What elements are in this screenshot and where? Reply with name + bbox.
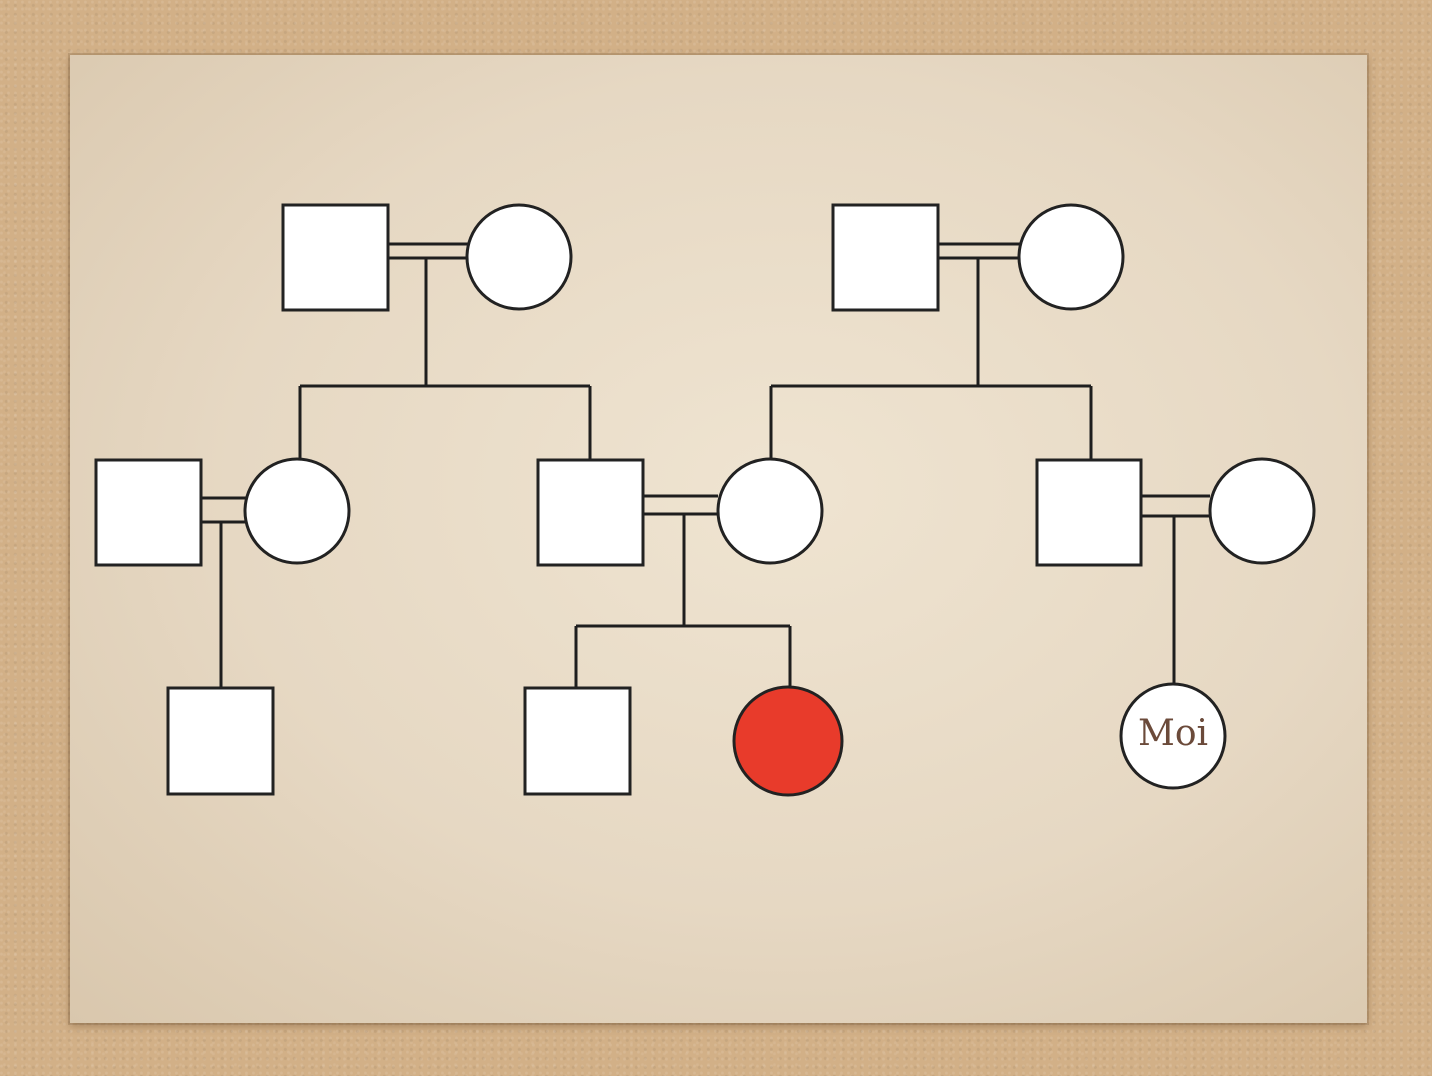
moi-label: Moi <box>1138 713 1208 754</box>
affected-female-symbol-g3-b <box>732 685 844 797</box>
female-symbol-g2-a <box>243 457 351 565</box>
male-symbol-g2-a <box>94 458 203 567</box>
female-symbol-g2-c <box>1208 457 1316 565</box>
male-symbol-g2-c <box>1035 458 1143 567</box>
female-symbol-g1-right <box>1017 203 1125 311</box>
male-symbol-g1-right <box>831 203 940 312</box>
male-symbol-g1-left <box>281 203 390 312</box>
male-symbol-g3-b <box>523 686 632 796</box>
female-symbol-moi <box>1119 682 1227 790</box>
male-symbol-g2-b <box>536 458 645 567</box>
male-symbol-g3-a <box>166 686 275 796</box>
female-symbol-g2-b <box>716 457 824 565</box>
female-symbol-g1-left <box>465 203 573 311</box>
